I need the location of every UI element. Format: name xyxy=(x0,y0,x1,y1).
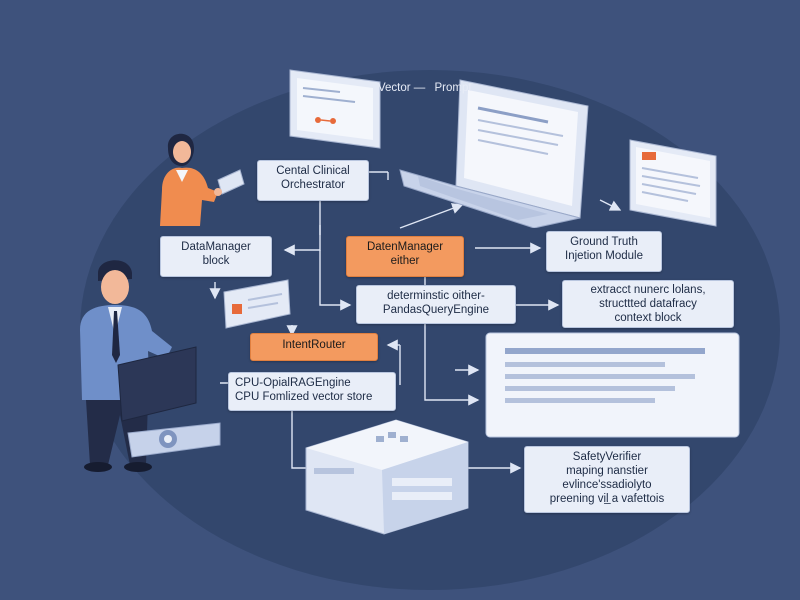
rag-engine-box: CPU-OpialRAGEngine CPU Fomlized vector s… xyxy=(228,372,396,411)
vector-prompt-label: Vector — Prompt xyxy=(378,82,472,94)
monitor-icon xyxy=(289,69,381,149)
datenmanager-either-box: DatenManager either xyxy=(346,236,464,277)
central-orchestrator-box: Cental Clinical Orchestrator xyxy=(257,160,369,201)
document-icon xyxy=(629,139,717,227)
person-icon xyxy=(160,133,245,226)
credit-card-icon xyxy=(223,279,291,329)
deterministic-engine-box: determinstic oither- PandasQueryEngine xyxy=(356,285,516,324)
laptop-icon xyxy=(399,79,589,228)
server-icon xyxy=(305,419,469,535)
datamanager-block-box: DataManager block xyxy=(160,236,272,277)
context-block-box: extracct nunerc lolans, structtted dataf… xyxy=(562,280,734,328)
person-icon xyxy=(80,260,221,472)
document-icon xyxy=(485,332,740,438)
safety-verifier-box: SafetyVerifier maping nanstier evlince's… xyxy=(524,446,690,513)
intent-router-box: IntentRouter xyxy=(250,333,378,361)
ground-truth-box: Ground Truth Injetion Module xyxy=(546,231,662,272)
